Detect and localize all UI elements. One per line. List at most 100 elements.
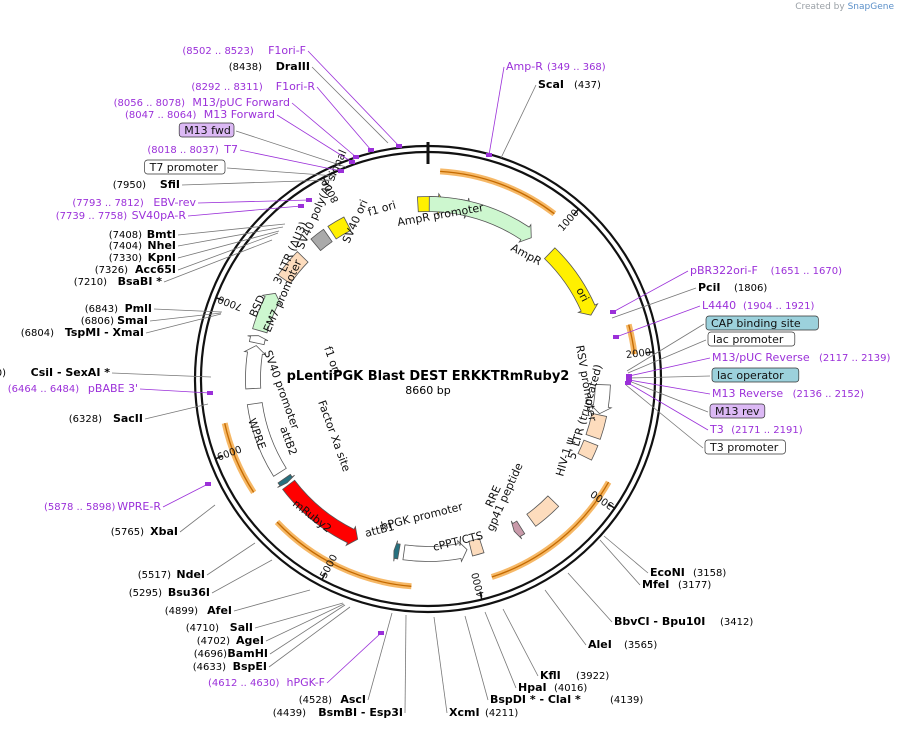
leader-xbai <box>179 504 216 533</box>
map-label-bamhi[interactable]: BamHI(4696) <box>194 647 268 660</box>
tick-mark <box>322 177 328 185</box>
leader-hpgk-f <box>326 632 382 684</box>
map-label-csii-sexai[interactable]: CsiI - SexAI *(6550) <box>0 366 110 379</box>
map-label-mfei[interactable]: MfeI(3177) <box>642 578 711 591</box>
map-label-wpre-r[interactable]: WPRE-R(5878 .. 5898) <box>44 500 161 513</box>
leader-hpai <box>484 611 517 689</box>
map-label-bsabi[interactable]: BsaBI *(7210) <box>74 275 163 288</box>
map-label-econi[interactable]: EcoNI(3158) <box>650 566 726 579</box>
map-label-smai[interactable]: SmaI(6806) <box>81 314 148 327</box>
map-label-pbr322ori-f[interactable]: pBR322ori-F(1651 .. 1670) <box>690 264 842 277</box>
primer-mark-amp-r <box>486 153 492 157</box>
map-label-scai[interactable]: ScaI(437) <box>538 78 601 91</box>
site-position: (6804) <box>21 328 54 339</box>
site-position: (4710) <box>186 623 219 634</box>
map-label-bspei[interactable]: BspEI(4633) <box>193 660 267 673</box>
orf-halo-line <box>224 423 255 493</box>
map-label-t3-promoter[interactable]: T3 promoter <box>704 439 786 455</box>
map-label-bmti[interactable]: BmtI (7408) <box>109 228 176 241</box>
leader-wpre-r <box>162 483 209 508</box>
map-label-hpai[interactable]: HpaI(4016) <box>518 681 587 694</box>
map-label-pcii[interactable]: PciI(1806) <box>698 281 767 294</box>
site-position: (6843) <box>85 304 118 315</box>
site-position: (4139) <box>610 695 643 706</box>
map-label-sali[interactable]: SalI(4710) <box>186 621 253 634</box>
feature-bsd <box>252 292 283 334</box>
map-label-pmli[interactable]: PmlI(6843) <box>85 302 152 315</box>
map-label-bbvci-bpu10i[interactable]: BbvCI - Bpu10I(3412) <box>614 615 753 628</box>
feature-3-ltr-u3 <box>277 251 309 285</box>
site-name: M13 Reverse <box>712 387 783 400</box>
map-label-m13-fwd[interactable]: M13 fwd <box>178 122 235 138</box>
site-position: (2136 .. 2152) <box>793 389 865 400</box>
map-label-f1ori-r[interactable]: F1ori-R(8292 .. 8311) <box>191 80 315 93</box>
site-name: SmaI <box>117 314 148 327</box>
map-label-t7-promoter[interactable]: T7 promoter <box>144 159 226 175</box>
map-label-l4440[interactable]: L4440(1904 .. 1921) <box>702 299 815 312</box>
map-label-acc65i[interactable]: Acc65I(7326) <box>95 263 176 276</box>
leader-draiii <box>311 66 389 144</box>
map-label-xcmi[interactable]: XcmI(4211) <box>449 706 518 719</box>
site-name: BsmBI - Esp3I <box>318 706 403 719</box>
map-label-agei[interactable]: AgeI(4702) <box>197 634 264 647</box>
map-label-sacii[interactable]: SacII(6328) <box>69 412 143 425</box>
map-label-lac-operator[interactable]: lac operator <box>711 367 800 383</box>
site-position: (7950) <box>113 180 146 191</box>
site-position: (6464 .. 6484) <box>8 384 80 395</box>
map-label-pbabe-3[interactable]: pBABE 3'(6464 .. 6484) <box>8 382 138 395</box>
site-position: (1806) <box>734 283 767 294</box>
site-name: BmtI <box>147 228 176 241</box>
site-position: (3412) <box>720 617 753 628</box>
site-position: (5295) <box>129 588 162 599</box>
map-label-m13-forward[interactable]: M13 Forward(8047 .. 8064) <box>125 108 275 121</box>
tick-mark <box>607 503 616 509</box>
site-position: (8502 .. 8523) <box>182 46 254 57</box>
map-label-sv40pa-r[interactable]: SV40pA-R(7739 .. 7758) <box>56 209 187 222</box>
site-name: M13 Forward <box>204 108 275 121</box>
map-label-t3[interactable]: T3(2171 .. 2191) <box>709 423 803 436</box>
feature-box-label: CAP binding site <box>711 317 801 330</box>
feature-box-label: lac promoter <box>713 333 784 346</box>
map-label-cap-binding-site[interactable]: CAP binding site <box>705 315 819 331</box>
site-name: BsaBI * <box>118 275 163 288</box>
leader-bsmbi-esp3i <box>404 614 407 714</box>
map-label-bsmbi-esp3i[interactable]: BsmBI - Esp3I (4439) <box>273 706 403 719</box>
site-position: (7408) <box>109 230 142 241</box>
map-label-bsu36i[interactable]: Bsu36I(5295) <box>129 586 210 599</box>
feature-box-label: lac operator <box>717 369 784 382</box>
map-label-hpgk-f[interactable]: hPGK-F(4612 .. 4630) <box>208 676 325 689</box>
map-label-ndei[interactable]: NdeI(5517) <box>138 568 205 581</box>
leader-bspei <box>268 606 351 668</box>
map-label-xbai[interactable]: XbaI(5765) <box>111 525 178 538</box>
map-label-ebv-rev[interactable]: EBV-rev(7793 .. 7812) <box>72 196 196 209</box>
feature-ampr <box>428 196 532 243</box>
feature-sv40-ori <box>327 216 352 240</box>
map-label-asci[interactable]: AscI(4528) <box>299 693 366 706</box>
map-label-m13-rev[interactable]: M13 rev <box>709 403 766 419</box>
leader-kpni <box>177 230 280 259</box>
map-label-sfii[interactable]: SfiI(7950) <box>113 178 180 191</box>
site-name: BspDI * - ClaI * <box>490 693 581 706</box>
site-name: F1ori-R <box>276 80 316 93</box>
map-label-alei[interactable]: AleI(3565) <box>588 638 657 651</box>
map-label-lac-promoter[interactable]: lac promoter <box>707 331 796 347</box>
map-label-tspmi-xmai[interactable]: TspMI - XmaI(6804) <box>21 326 144 339</box>
map-label-kpni[interactable]: KpnI(7330) <box>109 251 176 264</box>
map-label-bspdi-clai[interactable]: BspDI * - ClaI * (4139) <box>490 693 643 706</box>
map-label-kfli[interactable]: KflI(3922) <box>540 669 609 682</box>
leader-m13-puc-reverse <box>628 357 711 377</box>
map-label-m13-reverse[interactable]: M13 Reverse (2136 .. 2152) <box>712 387 864 400</box>
map-label-m13-puc-forward[interactable]: M13/pUC Forward(8056 .. 8078) <box>114 96 290 109</box>
map-label-m13-puc-reverse[interactable]: M13/pUC Reverse(2117 .. 2139) <box>712 351 891 364</box>
map-label-nhei[interactable]: NheI(7404) <box>109 239 176 252</box>
map-label-afei[interactable]: AfeI(4899) <box>165 604 232 617</box>
map-label-amp-r[interactable]: Amp-R(349 .. 368) <box>506 60 606 73</box>
map-label-draiii[interactable]: DraIII(8438) <box>229 60 310 73</box>
map-label-f1ori-f[interactable]: F1ori-F(8502 .. 8523) <box>182 44 306 57</box>
feature-box <box>705 315 819 331</box>
leader-bmti <box>177 223 286 236</box>
map-label-t7[interactable]: T7(8018 .. 8037) <box>147 143 238 156</box>
site-name: WPRE-R <box>117 500 161 513</box>
leader-m13-puc-forward <box>291 102 357 158</box>
site-position: (4439) <box>273 708 306 719</box>
